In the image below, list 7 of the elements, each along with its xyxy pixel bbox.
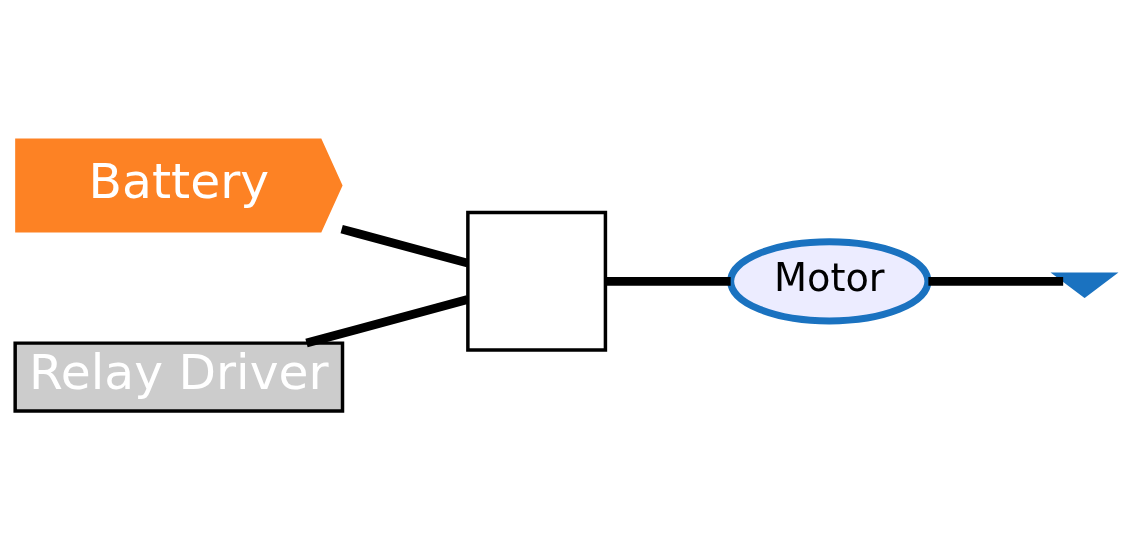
- connector: [928, 276, 1064, 286]
- node-ground: [1050, 272, 1119, 298]
- connector: [340, 224, 469, 267]
- node-box: [466, 210, 608, 352]
- connector: [305, 294, 469, 347]
- node-ellipse: Motor: [727, 237, 932, 324]
- connector: [605, 276, 731, 286]
